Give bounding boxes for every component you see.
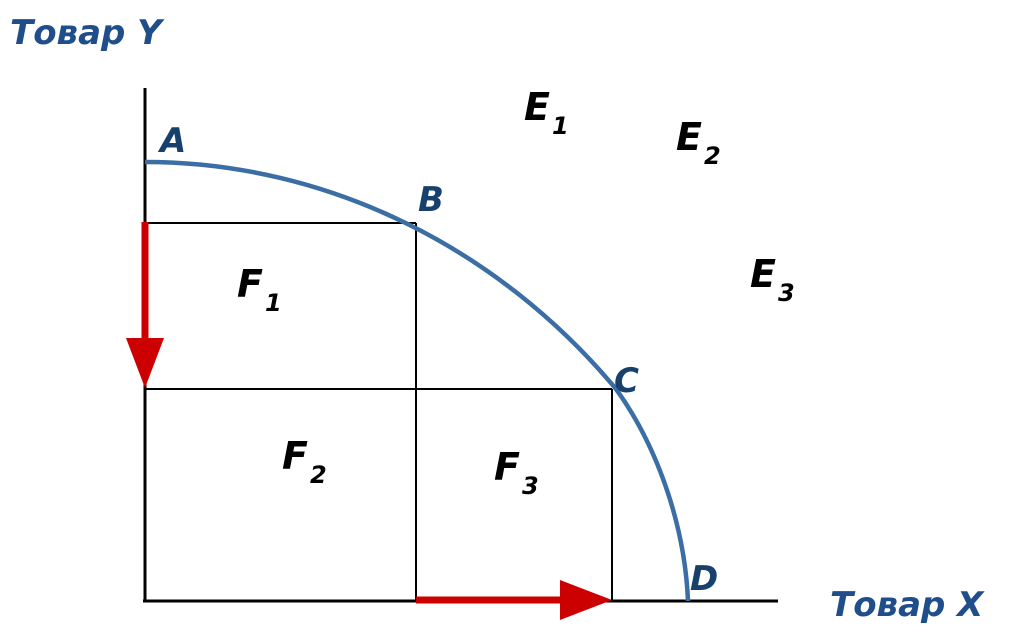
- region-label-e2: E2: [676, 115, 721, 170]
- e2-letter: E: [676, 115, 702, 159]
- point-label-c: C: [614, 361, 639, 401]
- e1-subscript: 1: [552, 112, 569, 140]
- point-label-a: A: [157, 121, 186, 161]
- f2-letter: F: [282, 434, 308, 478]
- f2-subscript: 2: [310, 461, 327, 489]
- right-arrow: [416, 580, 612, 620]
- region-label-f3: F3: [494, 445, 539, 500]
- ppf-curve: [144, 159, 691, 602]
- x-axis-title: Товар X: [830, 585, 985, 625]
- region-label-f1: F1: [237, 262, 282, 317]
- point-label-b: B: [418, 180, 444, 220]
- e2-subscript: 2: [704, 142, 721, 170]
- f1-subscript: 1: [265, 289, 282, 317]
- down-arrow: [126, 222, 164, 388]
- region-label-f2: F2: [282, 434, 327, 489]
- f3-subscript: 3: [522, 472, 539, 500]
- e1-letter: E: [524, 85, 550, 129]
- region-label-e1: E1: [524, 85, 569, 140]
- f1-letter: F: [237, 262, 263, 306]
- region-label-e3: E3: [750, 252, 795, 307]
- e3-letter: E: [750, 252, 776, 296]
- point-label-d: D: [690, 559, 718, 599]
- y-axis-title: Товар Y: [10, 13, 165, 53]
- e3-subscript: 3: [778, 279, 795, 307]
- f3-letter: F: [494, 445, 520, 489]
